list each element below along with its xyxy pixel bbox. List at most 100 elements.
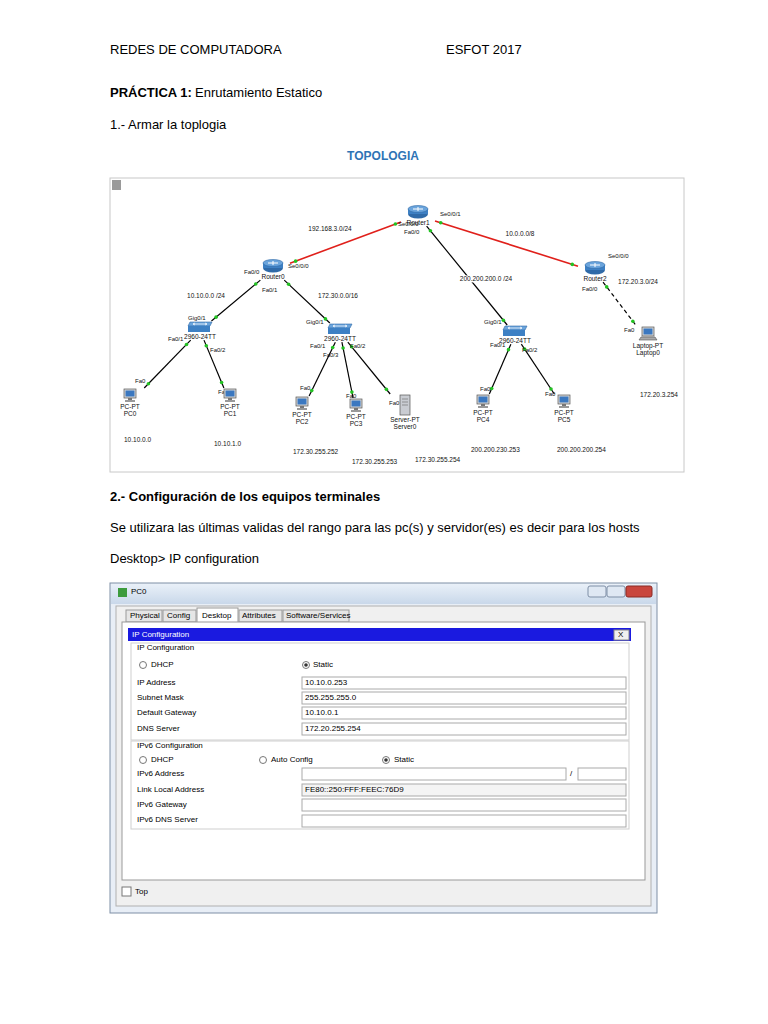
port-status-dot bbox=[605, 285, 609, 289]
title-bar bbox=[111, 584, 656, 604]
rect-shape bbox=[298, 399, 307, 405]
device-name: 2960-24TT bbox=[499, 337, 531, 344]
rect-shape bbox=[225, 400, 235, 402]
path-shape bbox=[503, 326, 527, 330]
input-field bbox=[578, 768, 626, 780]
network-address: 172.30.0.0/16 bbox=[317, 292, 359, 299]
host-address: 200.200.230.253 bbox=[471, 446, 520, 453]
close-box bbox=[614, 630, 629, 640]
switch-node: 2960-24TT bbox=[319, 323, 361, 342]
radio-label: Auto Config bbox=[271, 756, 313, 765]
field-label: IPv6 DNS Server bbox=[137, 816, 198, 825]
rect-shape bbox=[352, 401, 361, 407]
switch-icon bbox=[187, 321, 213, 333]
interface-label: Se0/0/0 bbox=[608, 253, 629, 260]
path-shape bbox=[639, 337, 657, 340]
window-icon bbox=[118, 588, 127, 597]
router-icon bbox=[407, 205, 429, 219]
field-label: IP Address bbox=[137, 679, 176, 688]
field-label: Default Gateway bbox=[137, 709, 196, 718]
path-shape bbox=[413, 207, 423, 211]
device-name: PC-PT PC5 bbox=[549, 409, 579, 423]
section-heading: 1.- Armar la toplogia bbox=[110, 118, 226, 132]
rect-shape bbox=[644, 329, 653, 335]
pc-node: PC-PT PC0 bbox=[115, 388, 145, 417]
host-address: 172.20.3.254 bbox=[640, 391, 678, 398]
window-body bbox=[116, 606, 651, 906]
port-status-dot bbox=[204, 344, 208, 348]
pc-node: PC-PT PC4 bbox=[468, 394, 498, 423]
topology-canvas bbox=[110, 178, 684, 472]
port-status-dot bbox=[439, 221, 443, 225]
port-status-dot bbox=[570, 263, 574, 267]
port-status-dot bbox=[287, 282, 291, 286]
field-label: IPv6 Gateway bbox=[137, 801, 187, 810]
network-link bbox=[144, 340, 190, 388]
radio-label: Static bbox=[394, 756, 414, 765]
path-shape bbox=[188, 322, 212, 326]
practice-heading: Enrutamiento Estatico bbox=[195, 86, 322, 100]
tab-label: Config bbox=[167, 612, 190, 621]
maximize-button bbox=[607, 586, 625, 597]
interface-label: Fa0 bbox=[346, 393, 356, 400]
server-icon bbox=[399, 394, 411, 416]
field-label: DNS Server bbox=[137, 725, 180, 734]
body-text: Se utilizara las últimas validas del ran… bbox=[110, 521, 640, 535]
network-link bbox=[211, 280, 260, 321]
pc-icon bbox=[557, 394, 571, 409]
network-link bbox=[342, 342, 353, 398]
close-button bbox=[626, 586, 652, 597]
host-address: 172.30.255.252 bbox=[293, 448, 338, 455]
port-status-dot bbox=[490, 387, 494, 391]
port-status-dot bbox=[294, 259, 298, 263]
port-status-dot bbox=[549, 387, 553, 391]
router-icon bbox=[584, 261, 606, 275]
radio-dot bbox=[384, 758, 388, 762]
network-address: 192.168.3.0/24 bbox=[307, 225, 352, 232]
rect-shape bbox=[126, 391, 135, 397]
network-link bbox=[284, 280, 330, 323]
interface-label: Fa0/0 bbox=[404, 229, 419, 236]
interface-label: Fa0 bbox=[480, 386, 490, 393]
port-status-dot bbox=[429, 229, 433, 233]
page-header: ESFOT 2017 bbox=[446, 43, 522, 57]
rect-shape bbox=[478, 406, 488, 408]
rect-shape bbox=[642, 327, 654, 336]
router-node: Router2 bbox=[578, 261, 612, 282]
pc-node: PC-PT PC2 bbox=[287, 396, 317, 425]
host-address: 172.30.255.254 bbox=[415, 456, 460, 463]
host-address: 172.30.255.253 bbox=[352, 458, 397, 465]
rect-shape bbox=[400, 395, 410, 415]
section-heading: 2.- Configuración de los equipos termina… bbox=[110, 490, 380, 504]
device-name: Router1 bbox=[406, 219, 429, 226]
ipv4-group bbox=[131, 643, 629, 740]
interface-label: Fa0/1 bbox=[310, 343, 325, 350]
ipv6-group bbox=[131, 741, 629, 829]
ellipse-shape bbox=[408, 206, 428, 213]
pc-node: PC-PT PC1 bbox=[215, 388, 245, 417]
radio-dot bbox=[304, 663, 308, 667]
input-field bbox=[302, 784, 626, 796]
rect-shape bbox=[125, 400, 135, 402]
tab-selected bbox=[197, 608, 238, 623]
tab bbox=[126, 610, 162, 622]
interface-label: Fa0 bbox=[135, 378, 145, 385]
network-link bbox=[521, 344, 554, 394]
pc-dialog-window bbox=[110, 583, 657, 913]
network-address: 10.10.0.0 /24 bbox=[186, 292, 226, 299]
field-value: 10.10.0.1 bbox=[305, 709, 338, 718]
pc-icon bbox=[223, 388, 237, 403]
rect-shape bbox=[479, 397, 488, 403]
port-status-dot bbox=[502, 319, 506, 323]
path-shape bbox=[268, 261, 278, 265]
tab-label: Attributes bbox=[242, 612, 276, 621]
tab-label: Desktop bbox=[202, 612, 231, 621]
field-label: Subnet Mask bbox=[137, 694, 184, 703]
rect-shape bbox=[297, 408, 307, 410]
device-name: PC-PT PC2 bbox=[287, 411, 317, 425]
body-text: Desktop> IP configuration bbox=[110, 552, 259, 566]
practice-heading: PRÁCTICA 1: bbox=[110, 86, 192, 100]
field-label: Link Local Address bbox=[137, 786, 204, 795]
ellipse-shape bbox=[263, 260, 283, 267]
rect-shape bbox=[226, 391, 235, 397]
